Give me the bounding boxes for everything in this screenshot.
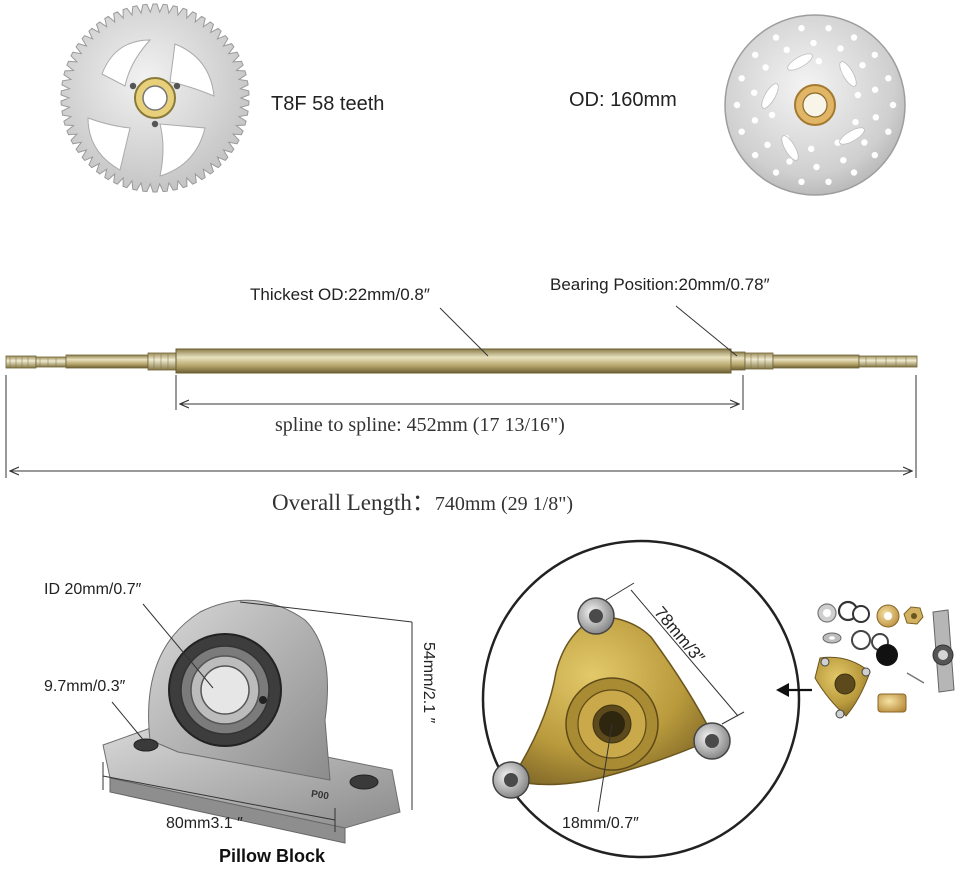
drill-hole xyxy=(786,158,793,165)
spline-to-spline-prefix: spline to spline: xyxy=(275,414,407,436)
bearing-position-label: Bearing Position:20mm/0.78″ xyxy=(550,275,770,294)
sprocket-cutouts xyxy=(87,39,215,177)
drill-hole xyxy=(772,34,780,41)
drill-hole xyxy=(871,51,878,59)
spline-to-spline-label: spline to spline: 452mm (17 13/16") xyxy=(275,414,565,437)
drill-hole xyxy=(768,111,776,119)
pillow-block-width-label: 80mm3.1 ″ xyxy=(166,815,243,832)
drill-hole xyxy=(885,75,892,82)
drill-hole xyxy=(859,61,866,69)
drill-hole xyxy=(840,157,847,164)
drill-hole xyxy=(738,75,745,82)
drill-hole xyxy=(852,118,859,126)
parts-kit xyxy=(776,600,955,719)
overall-dimension xyxy=(5,375,917,478)
overall-length-label: Overall Length：740mm (29 1/8") xyxy=(272,483,573,517)
axle-main-body xyxy=(175,348,732,374)
drill-hole xyxy=(738,128,745,135)
drill-hole xyxy=(850,169,858,176)
drill-hole xyxy=(815,58,822,65)
drill-hole xyxy=(854,91,862,99)
drill-hole xyxy=(783,46,790,53)
pillow-block-title: Pillow Block xyxy=(219,846,326,866)
drill-hole xyxy=(733,101,741,109)
brake-disc-slots xyxy=(761,53,865,161)
drill-hole xyxy=(871,86,879,93)
brake-disc-label: OD: 160mm xyxy=(569,89,677,111)
hub-nuts xyxy=(492,597,731,799)
drill-hole xyxy=(798,178,805,185)
pillow-block-stamp: P00 xyxy=(310,788,330,803)
pillow-block-id-label: ID 20mm/0.7″ xyxy=(44,581,142,598)
drill-hole xyxy=(872,114,879,121)
drill-hole xyxy=(885,128,892,135)
drill-hole xyxy=(752,51,759,59)
sprocket xyxy=(60,3,250,193)
bearing-position-leader xyxy=(675,305,738,357)
pillow-block-height-label: 54mm/2.1 ″ xyxy=(420,642,437,724)
spline-to-spline-value: 452mm (17 13/16") xyxy=(406,414,565,436)
drill-hole xyxy=(798,25,805,32)
drill-hole xyxy=(810,39,817,47)
drill-hole xyxy=(850,34,858,41)
sprocket-bore xyxy=(142,85,168,111)
overall-length-value: 740mm (29 1/8") xyxy=(434,493,574,515)
thickest-od-leader xyxy=(439,307,489,357)
drill-hole xyxy=(762,64,769,71)
drill-hole xyxy=(889,101,897,109)
drill-hole xyxy=(751,117,759,124)
drill-hole xyxy=(834,139,841,146)
pillow-block xyxy=(102,599,401,844)
hub-bore-label: 18mm/0.7″ xyxy=(562,815,639,832)
pillow-block-hole-label: 9.7mm/0.3″ xyxy=(44,678,126,695)
drill-hole xyxy=(772,169,780,176)
brake-disc-holes xyxy=(733,25,897,185)
drill-hole xyxy=(861,139,868,146)
sprocket-label: T8F 58 teeth xyxy=(271,93,385,115)
drill-hole xyxy=(871,151,878,159)
brake-disc xyxy=(724,14,906,196)
spline-dimension xyxy=(175,375,744,410)
drill-hole xyxy=(808,145,815,152)
overall-length-prefix: Overall Length： xyxy=(272,490,435,515)
drill-hole xyxy=(764,141,771,148)
hub-detail xyxy=(481,539,801,859)
drill-hole xyxy=(837,45,844,52)
drill-hole xyxy=(752,151,759,159)
pillow-block-dimensions xyxy=(102,601,413,832)
axle xyxy=(5,348,918,374)
pillow-block-hole-right xyxy=(349,774,379,790)
drill-hole xyxy=(751,89,758,96)
drill-hole xyxy=(825,25,832,32)
drill-hole xyxy=(813,163,820,171)
drill-hole xyxy=(825,178,832,185)
pillow-block-hole-left xyxy=(133,738,159,752)
thickest-od-label: Thickest OD:22mm/0.8″ xyxy=(250,285,430,304)
